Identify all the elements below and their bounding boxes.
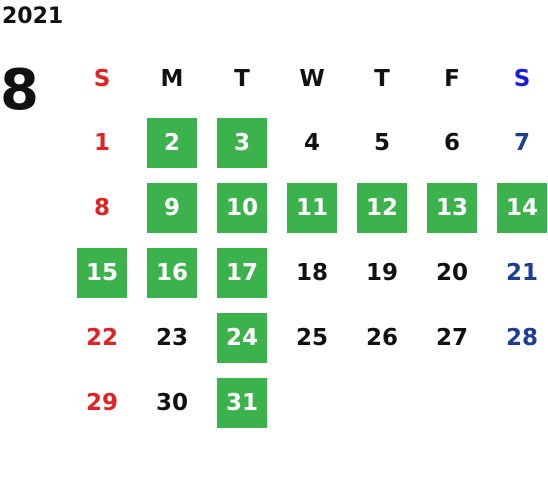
day-cell: 19 xyxy=(347,240,417,305)
day-cell: 15 xyxy=(67,240,137,305)
day-number[interactable]: 30 xyxy=(155,389,188,416)
day-cell: 17 xyxy=(207,240,277,305)
day-cell: 10 xyxy=(207,175,277,240)
day-cell: 5 xyxy=(347,110,417,175)
day-cell: 26 xyxy=(347,305,417,370)
day-cell: 20 xyxy=(417,240,487,305)
day-number[interactable]: 7 xyxy=(513,129,530,156)
highlighted-day[interactable]: 11 xyxy=(287,182,337,233)
day-number[interactable]: 26 xyxy=(365,324,398,351)
day-cell: 29 xyxy=(67,370,137,435)
weekday-header-fri: F xyxy=(444,66,460,92)
day-cell: 3 xyxy=(207,110,277,175)
week-row: 15 16 17 18 19 20 21 xyxy=(67,240,548,305)
highlighted-day[interactable]: 3 xyxy=(217,117,267,168)
day-cell: 30 xyxy=(137,370,207,435)
day-number[interactable]: 1 xyxy=(93,129,110,156)
day-number[interactable]: 23 xyxy=(155,324,188,351)
weekday-header-sun: S xyxy=(93,66,111,92)
day-cell: 11 xyxy=(277,175,347,240)
day-cell xyxy=(487,370,548,435)
day-cell: 22 xyxy=(67,305,137,370)
highlighted-day[interactable]: 17 xyxy=(217,247,267,298)
day-cell: 25 xyxy=(277,305,347,370)
day-number[interactable]: 22 xyxy=(85,324,118,351)
day-number[interactable]: 18 xyxy=(295,259,328,286)
highlighted-day[interactable]: 31 xyxy=(217,377,267,428)
day-cell: 8 xyxy=(67,175,137,240)
day-cell: 18 xyxy=(277,240,347,305)
highlighted-day[interactable]: 12 xyxy=(357,182,407,233)
day-number[interactable]: 4 xyxy=(303,129,320,156)
weekday-header-row: S M T W T F S xyxy=(67,48,548,110)
week-row: 22 23 24 25 26 27 28 xyxy=(67,305,548,370)
week-row: 8 9 10 11 12 13 14 xyxy=(67,175,548,240)
day-number[interactable]: 20 xyxy=(435,259,468,286)
day-number[interactable]: 21 xyxy=(505,259,538,286)
day-cell: 4 xyxy=(277,110,347,175)
highlighted-day[interactable]: 14 xyxy=(497,182,547,233)
day-cell: 16 xyxy=(137,240,207,305)
weekday-header-thu: T xyxy=(374,66,390,92)
highlighted-day[interactable]: 10 xyxy=(217,182,267,233)
day-cell: 23 xyxy=(137,305,207,370)
week-row: 29 30 31 xyxy=(67,370,548,435)
day-number[interactable]: 6 xyxy=(443,129,460,156)
day-cell xyxy=(417,370,487,435)
day-cell xyxy=(277,370,347,435)
weekday-header-tue: T xyxy=(234,66,250,92)
day-number[interactable]: 19 xyxy=(365,259,398,286)
day-number[interactable]: 5 xyxy=(373,129,390,156)
year-label: 2021 xyxy=(2,4,64,29)
day-cell: 7 xyxy=(487,110,548,175)
highlighted-day[interactable]: 2 xyxy=(147,117,197,168)
day-cell: 9 xyxy=(137,175,207,240)
day-cell xyxy=(347,370,417,435)
day-cell: 24 xyxy=(207,305,277,370)
day-cell: 21 xyxy=(487,240,548,305)
day-cell: 2 xyxy=(137,110,207,175)
highlighted-day[interactable]: 15 xyxy=(77,247,127,298)
highlighted-day[interactable]: 9 xyxy=(147,182,197,233)
weekday-header-sat: S xyxy=(513,66,531,92)
day-number[interactable]: 25 xyxy=(295,324,328,351)
day-cell: 27 xyxy=(417,305,487,370)
day-cell: 1 xyxy=(67,110,137,175)
day-number[interactable]: 8 xyxy=(93,194,110,221)
month-number: 8 xyxy=(0,58,39,123)
day-number[interactable]: 29 xyxy=(85,389,118,416)
day-cell: 13 xyxy=(417,175,487,240)
day-cell: 12 xyxy=(347,175,417,240)
day-cell: 14 xyxy=(487,175,548,240)
highlighted-day[interactable]: 16 xyxy=(147,247,197,298)
day-cell: 6 xyxy=(417,110,487,175)
day-number[interactable]: 28 xyxy=(505,324,538,351)
day-cell: 28 xyxy=(487,305,548,370)
day-number[interactable]: 27 xyxy=(435,324,468,351)
highlighted-day[interactable]: 13 xyxy=(427,182,477,233)
weekday-header-mon: M xyxy=(160,66,184,92)
weekday-header-wed: W xyxy=(299,66,325,92)
day-cell: 31 xyxy=(207,370,277,435)
highlighted-day[interactable]: 24 xyxy=(217,312,267,363)
